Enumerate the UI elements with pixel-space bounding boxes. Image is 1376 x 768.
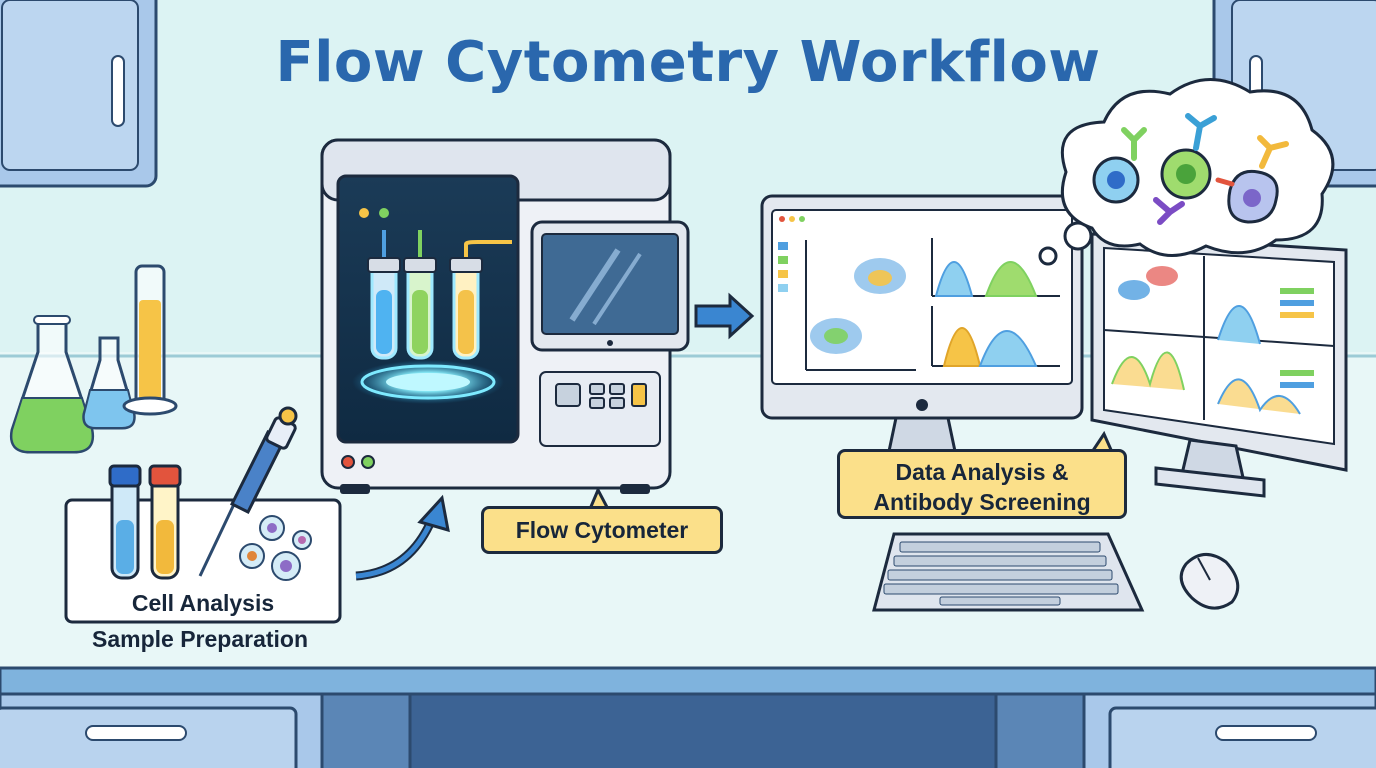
antibody-screening-label: Antibody Screening [873, 489, 1091, 515]
flow-cytometer-callout: Flow Cytometer [481, 506, 723, 554]
cells-icon [239, 515, 312, 581]
diagram-title: Flow Cytometry Workflow [275, 30, 1101, 95]
counter-edge [0, 666, 1376, 696]
flask-small [82, 336, 136, 430]
cell-analysis-label: Cell Analysis [131, 590, 275, 616]
graduated-cylinder [122, 264, 178, 416]
flask-large [9, 315, 95, 454]
arrow-to-monitor [694, 292, 755, 340]
thought-bubble [1038, 78, 1335, 266]
sample-prep-card [64, 406, 342, 624]
pipette-icon [198, 406, 298, 577]
lower-cabinets [0, 692, 1376, 768]
sample-preparation-label: Sample Preparation [91, 626, 309, 652]
mouse [1179, 553, 1240, 610]
data-analysis-label: Data Analysis & [895, 459, 1069, 485]
data-analysis-callout: Data Analysis & Antibody Screening [837, 449, 1127, 519]
keyboard [872, 532, 1145, 612]
flow-cytometer-machine [320, 138, 690, 494]
upper-cabinet-left [0, 0, 158, 188]
monitor-secondary [1090, 232, 1348, 498]
